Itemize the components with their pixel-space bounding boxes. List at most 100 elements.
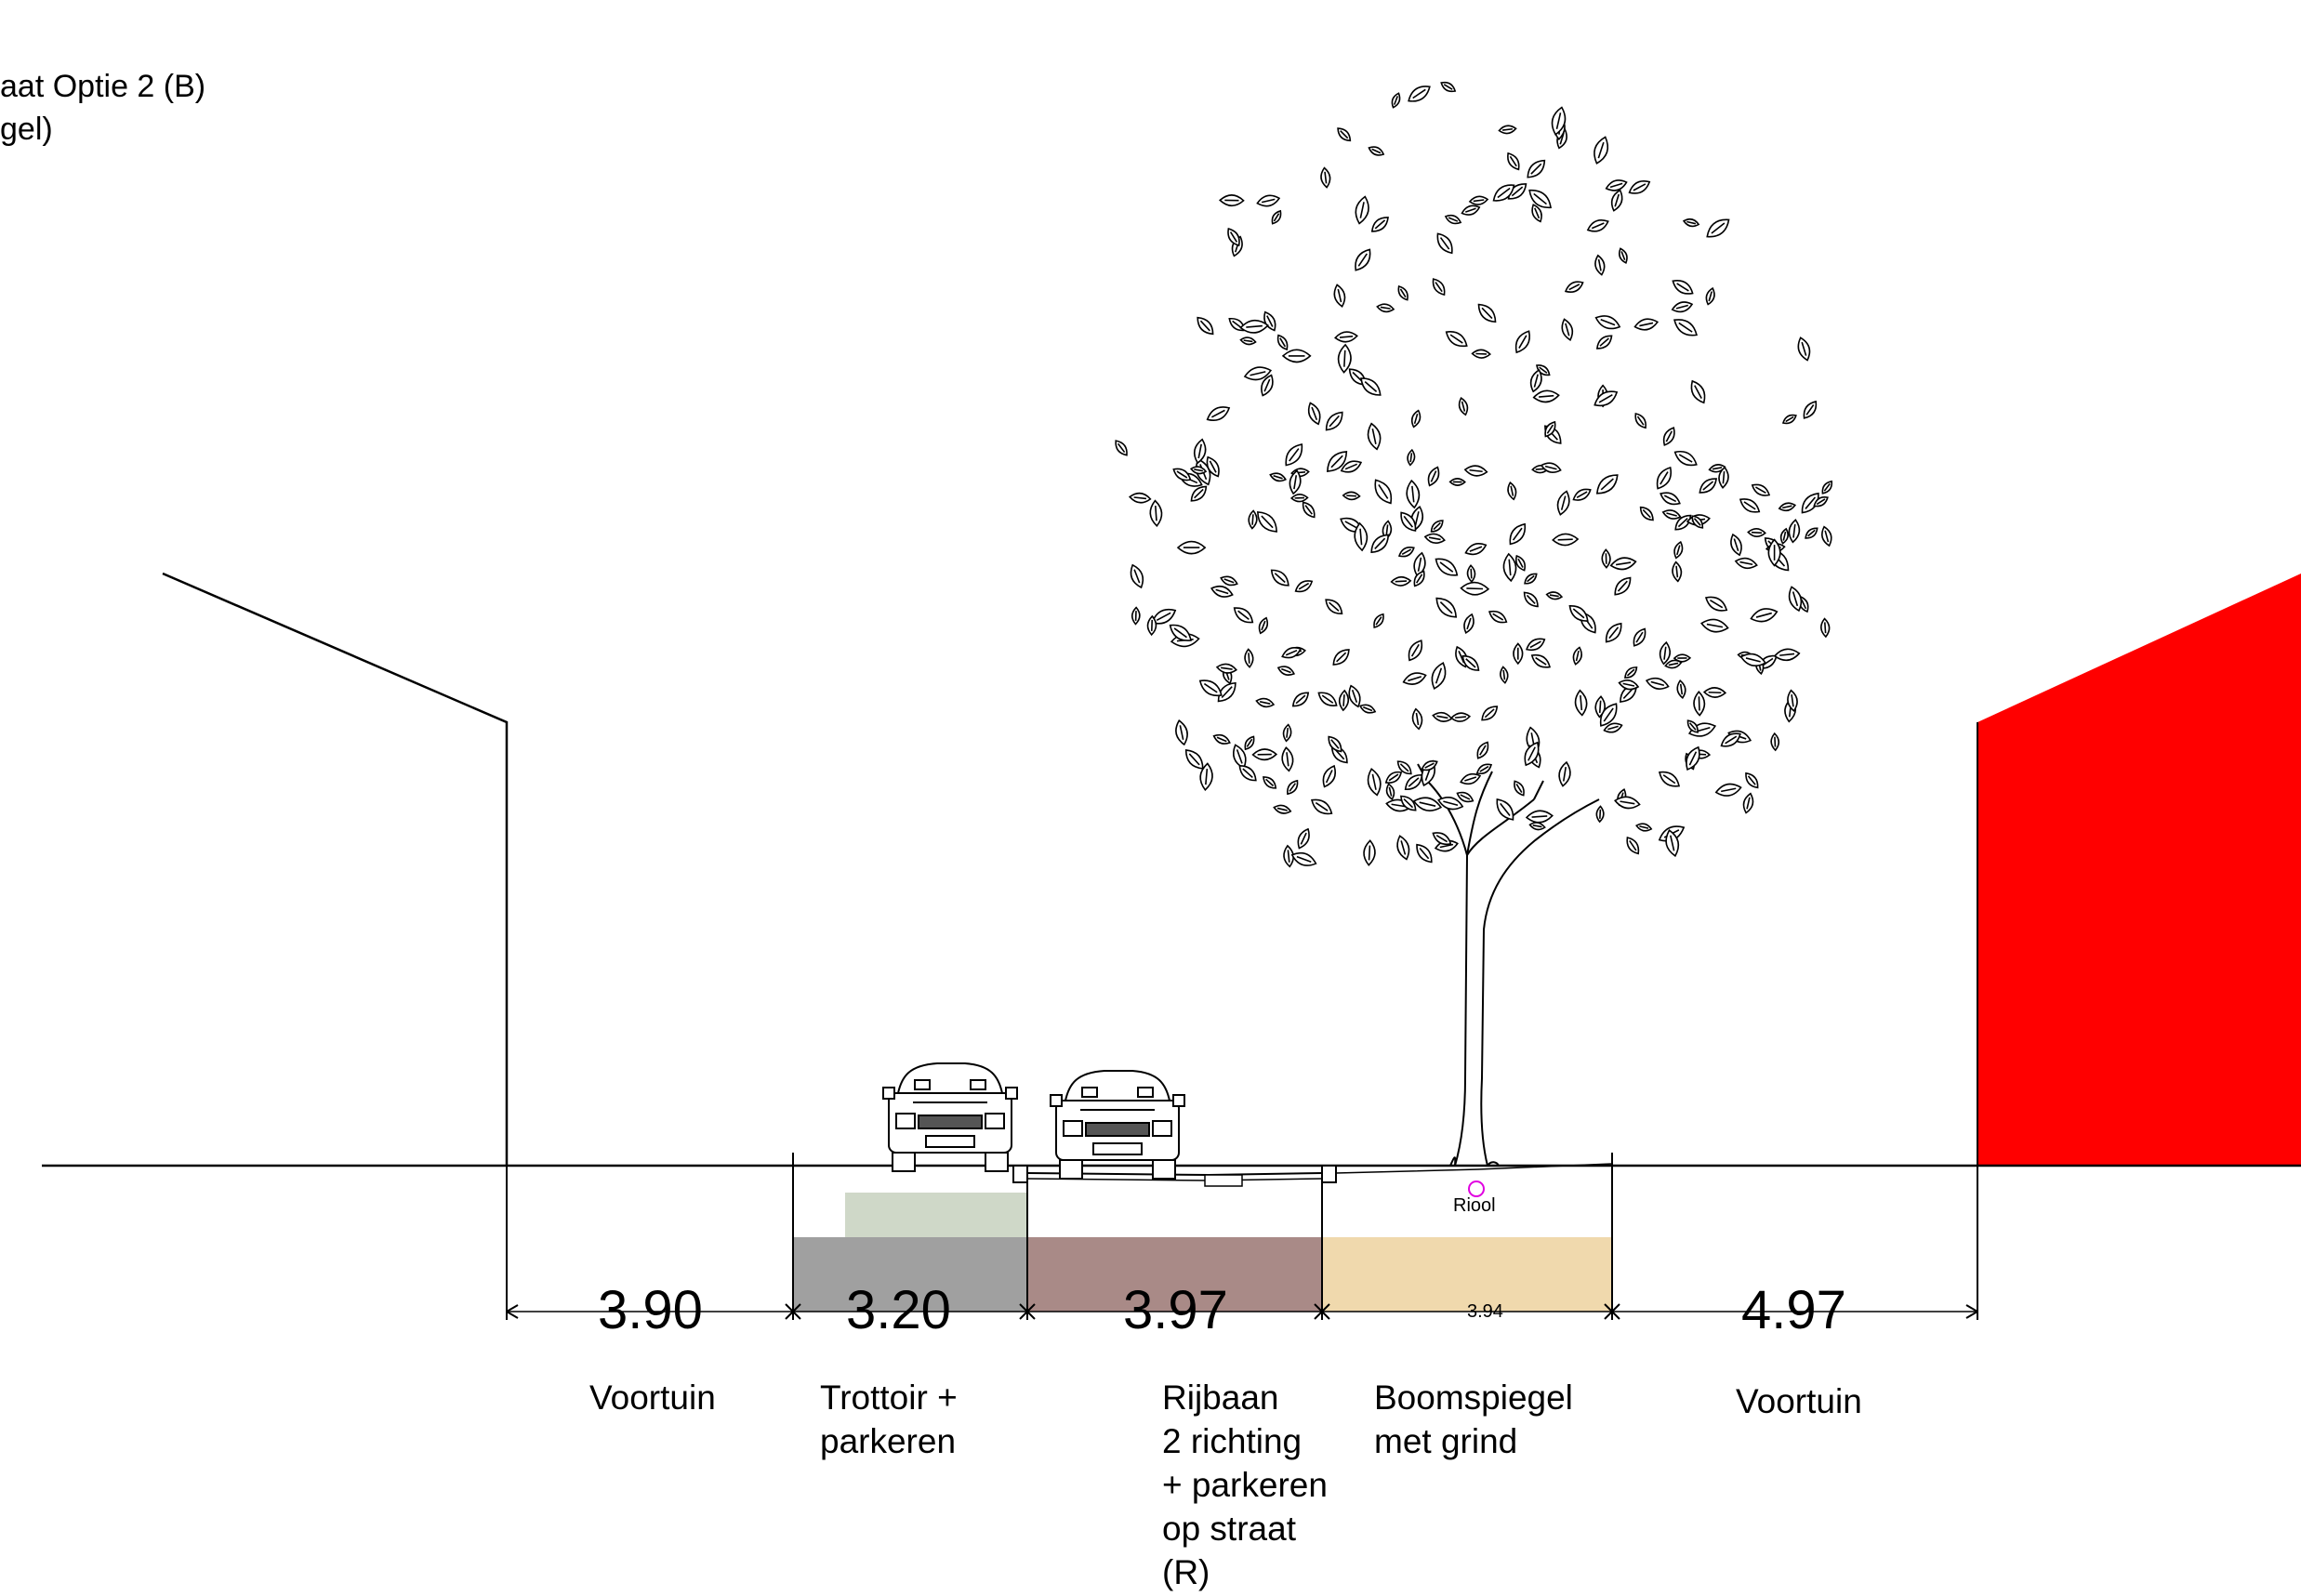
leaf [1509,522,1527,546]
leaf [1413,570,1425,587]
leaf [1813,496,1829,508]
leaf [1233,744,1247,770]
drawing-title-line-1: aat Optie 2 (B) [0,69,206,104]
leaf [1370,534,1390,554]
tree-leaves [1115,81,1833,868]
leaf [1603,722,1623,733]
leaf [1672,561,1683,583]
leaf [1788,519,1801,544]
leaf [1594,254,1606,276]
leaf [1595,335,1613,350]
leaf [1628,180,1651,194]
leaf [1820,617,1831,639]
leaf [1633,318,1660,331]
leaf [1449,712,1472,722]
leaf [1291,692,1310,707]
leaf [1779,527,1789,545]
leaf [1672,280,1694,295]
leaf [1440,81,1457,93]
leaf [1676,679,1686,700]
leaf [1645,677,1670,690]
leaf [1184,749,1204,770]
leaf [1307,402,1321,426]
leaf [1410,409,1422,429]
leaf [1544,420,1556,438]
leaf [1767,538,1781,567]
leaf [1355,195,1369,225]
leaf [1673,451,1698,467]
leaf [1706,218,1730,238]
leaf [1432,711,1453,722]
leaf [1238,765,1257,782]
leaf [1445,331,1468,348]
leaf [1368,146,1385,156]
leaf [1530,653,1551,668]
leaf [1500,666,1509,684]
leaf [1373,613,1384,629]
leaf [1601,548,1611,569]
leaf [1311,798,1333,815]
leaf [1464,543,1488,556]
leaf [1660,492,1681,506]
leaf [1257,511,1277,533]
leaf [1334,331,1358,343]
leaf [1468,195,1489,205]
leaf [1594,390,1619,407]
leaf [1463,613,1474,634]
leaf [1633,627,1646,647]
leaf [1169,624,1192,641]
leaf [1385,783,1395,801]
rijbaan-subsoil [1027,1237,1322,1312]
riool-label: Riool [1453,1195,1496,1216]
leaf [1693,691,1706,717]
leaf [1175,719,1188,746]
leaf [1333,284,1346,308]
leaf [1430,520,1444,533]
leaf [1423,533,1446,544]
leaf [1532,389,1560,403]
leaf [1739,653,1766,667]
leaf [1781,414,1797,425]
leaf [1281,349,1312,363]
leaf [1197,316,1214,336]
leaf [1281,746,1294,772]
leaf [1444,214,1462,225]
leaf [1397,547,1415,558]
leaf [1285,443,1303,467]
leaf [1594,315,1621,330]
leaf [1210,585,1234,598]
leaf [1206,455,1220,478]
leaf [1206,406,1231,421]
leaf [1435,597,1458,618]
boomspiegel-subsoil [1322,1237,1612,1312]
leaf [1243,366,1273,381]
leaf [1770,732,1780,752]
leaf [1458,397,1469,416]
trottoir-subsoil [793,1237,1027,1312]
leaf [1437,797,1464,811]
leaf [1750,608,1779,623]
leaf [1456,791,1474,803]
leaf [1276,666,1296,676]
leaf [1337,127,1352,142]
leaf [1332,649,1350,666]
leaf [1413,551,1426,577]
leaf [1461,654,1480,671]
leaf [1492,184,1515,202]
leaf [1502,552,1517,583]
leaf [1526,638,1546,652]
leaf [1682,218,1700,228]
leaf [1233,607,1254,624]
leaf [1212,733,1231,745]
leaf [1406,479,1421,509]
leaf [1448,478,1466,486]
leaf [1720,732,1741,747]
leaf [1475,763,1493,775]
leaf [1416,843,1433,864]
leaf [1574,689,1588,717]
leaf [1317,692,1338,706]
leaf [1708,464,1726,473]
leaf [1408,86,1431,102]
leaf [1529,368,1542,393]
leaf [1536,364,1551,376]
